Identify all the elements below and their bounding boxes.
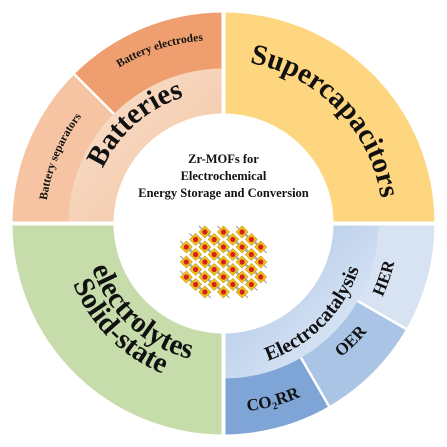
- center-title: Zr-MOFs for Electrochemical Energy Stora…: [138, 152, 309, 200]
- batteries-divider: [73, 73, 115, 115]
- her-oer-divider: [357, 299, 407, 331]
- center-disk: [113, 113, 334, 334]
- center-title-line-3: Energy Storage and Conversion: [138, 186, 309, 200]
- center-title-line-2: Electrochemical: [181, 169, 267, 183]
- oer-co2rr-divider: [299, 357, 331, 407]
- mof-structure-image: [179, 225, 268, 299]
- center-title-line-1: Zr-MOFs for: [188, 152, 259, 166]
